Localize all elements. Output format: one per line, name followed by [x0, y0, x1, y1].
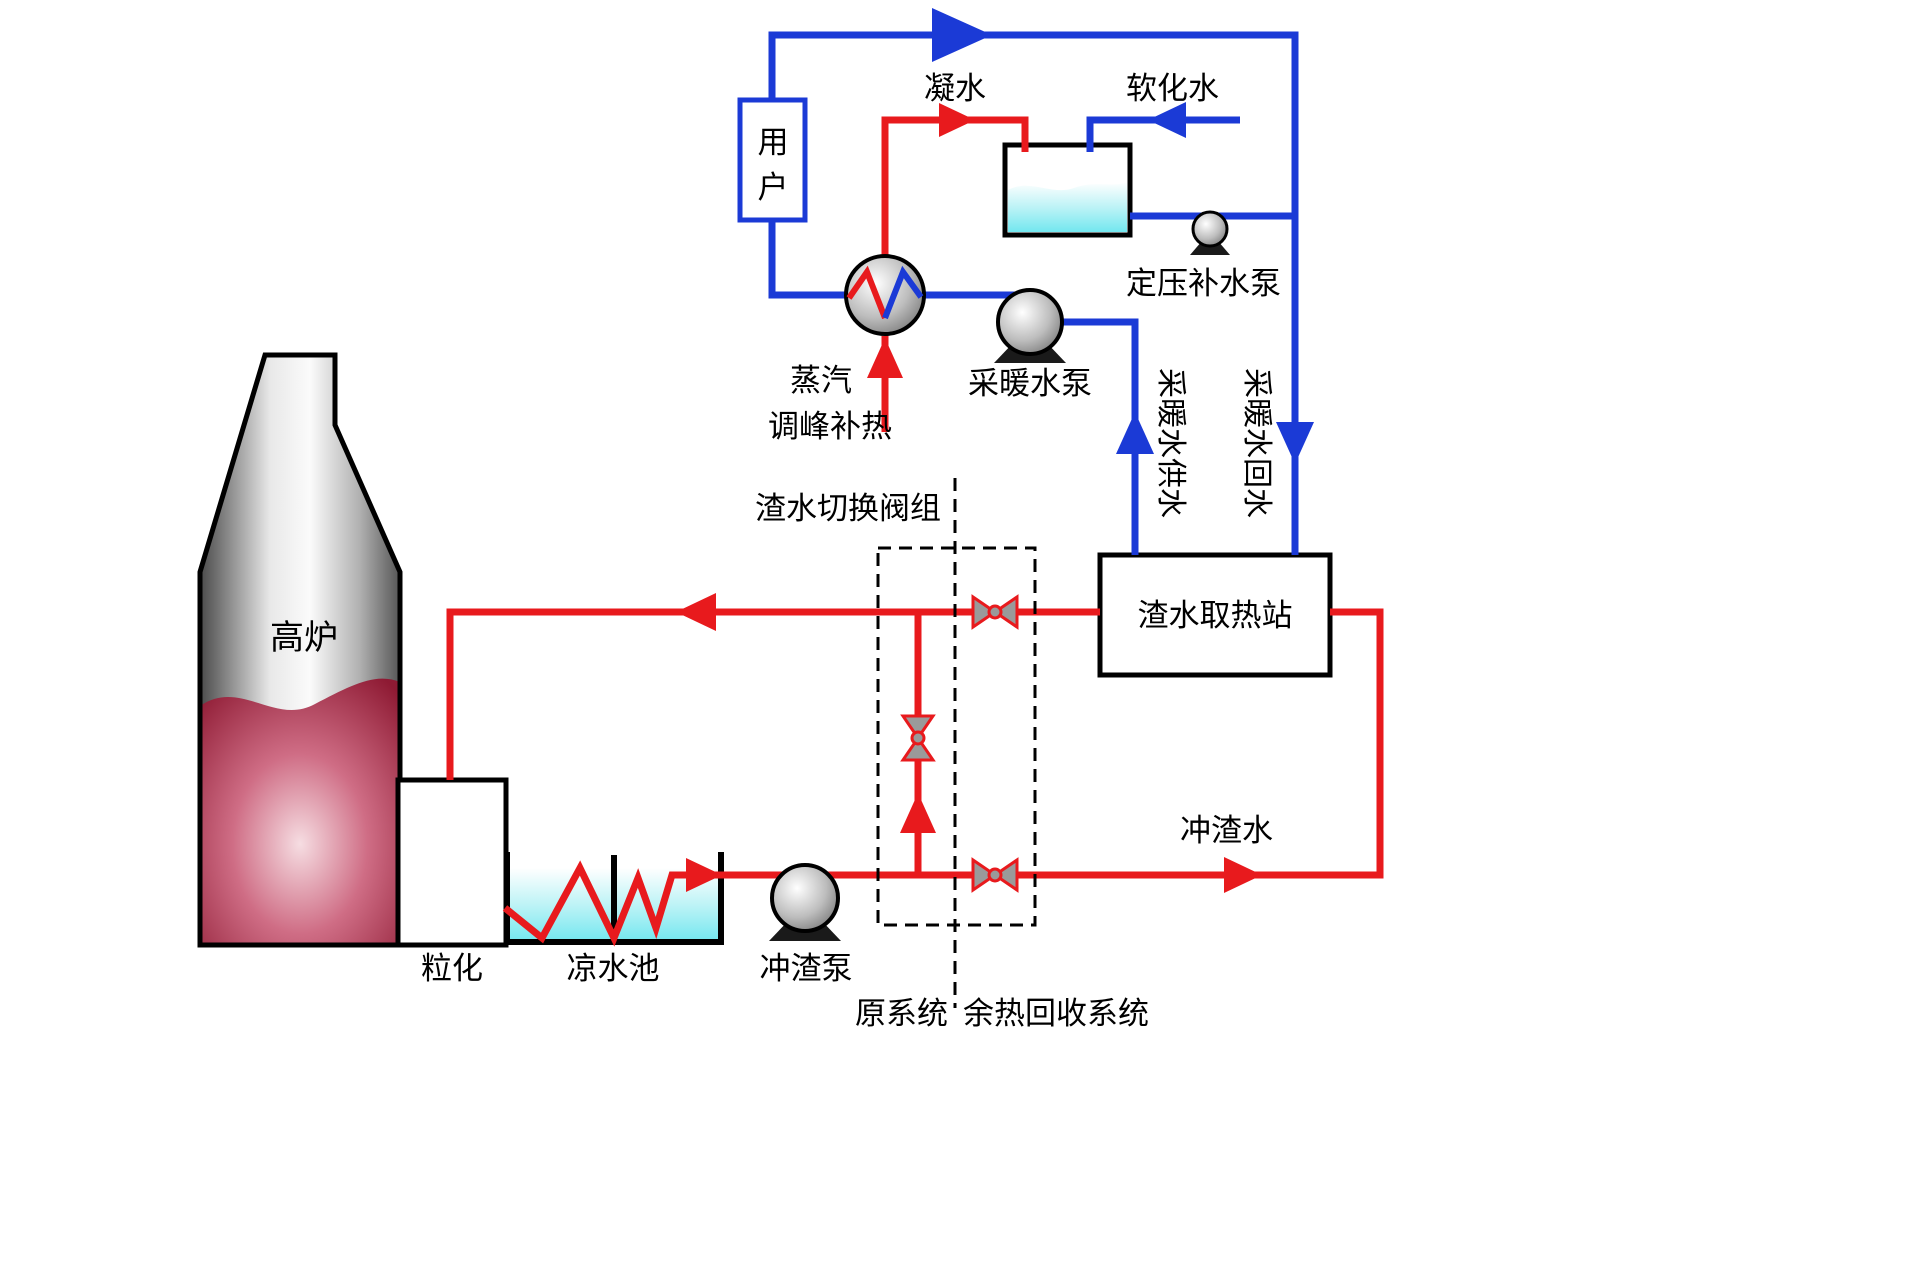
- softened-water-label: 软化水: [1126, 71, 1219, 106]
- heat-station-label: 渣水取热站: [1137, 598, 1293, 633]
- recovery-system-label: 余热回收系统: [963, 996, 1149, 1031]
- valve-slag-line: [971, 857, 1019, 893]
- valve-hot-to-station: [971, 594, 1019, 630]
- heat-exchanger: [844, 254, 926, 336]
- supply-water-label: 采暖水供水: [1154, 368, 1187, 518]
- steam-label: 蒸汽: [790, 363, 852, 398]
- makeup-pump-label: 定压补水泵: [1126, 266, 1281, 301]
- heating-pump: [994, 288, 1066, 363]
- water-tank: [1002, 142, 1133, 238]
- blast-furnace-label: 高炉: [270, 619, 338, 657]
- slag-pump-label: 冲渣泵: [759, 951, 853, 986]
- peak-heating-label: 调峰补热: [768, 409, 892, 444]
- original-system-label: 原系统: [855, 996, 948, 1031]
- heat-station-box: [1097, 552, 1333, 678]
- slag-pump: [769, 863, 841, 941]
- valve-bypass: [900, 714, 936, 762]
- cold-flow-arrows: [932, 8, 1314, 464]
- heating-pump-label: 采暖水泵: [968, 366, 1092, 401]
- makeup-pump: [1190, 210, 1230, 255]
- return-water-label: 采暖水回水: [1240, 368, 1273, 518]
- valve-group-label: 渣水切换阀组: [755, 491, 941, 526]
- granulation-label: 粒化: [421, 951, 483, 986]
- cooling-pool-label: 凉水池: [566, 951, 660, 986]
- user-label: 用户: [757, 125, 789, 205]
- granulation-box: [395, 777, 509, 948]
- condensate-label: 凝水: [924, 71, 986, 106]
- slag-water-label: 冲渣水: [1180, 813, 1273, 848]
- hot-flow-arrows: [676, 103, 1262, 893]
